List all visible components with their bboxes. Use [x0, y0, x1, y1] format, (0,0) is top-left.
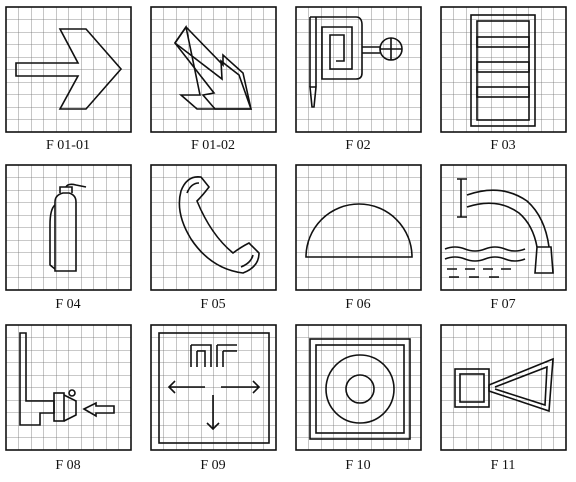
caption-f03: F 03: [490, 138, 516, 153]
caption-f01-02: F 01-02: [191, 138, 235, 153]
fire-alarm-bell-icon: [309, 338, 411, 440]
panel-f09: [150, 324, 277, 451]
panel-f04: [5, 164, 132, 291]
arrow-diagonal-icon: [173, 24, 253, 110]
emergency-telephone-icon: [178, 175, 260, 274]
arrow-right-icon: [15, 28, 123, 110]
caption-f04: F 04: [55, 297, 81, 312]
panel-f06: [295, 164, 422, 291]
panel-f01-01: [5, 6, 132, 133]
fire-hose-reel-icon: [309, 16, 403, 108]
fire-equipment-location-icon: [158, 332, 270, 444]
caption-f07: F 07: [490, 297, 516, 312]
panel-f08: [5, 324, 132, 451]
water-source-icon: [444, 178, 554, 278]
panel-f11: [440, 324, 567, 451]
caption-f11: F 11: [490, 458, 516, 473]
panel-f03: [440, 6, 567, 133]
panel-f05: [150, 164, 277, 291]
caption-f02: F 02: [345, 138, 371, 153]
fire-blanket-icon: [305, 203, 413, 258]
fire-ladder-icon: [470, 14, 536, 127]
fire-siren-icon: [454, 357, 554, 413]
fire-extinguisher-icon: [49, 183, 87, 272]
panel-f01-02: [150, 6, 277, 133]
panel-f07: [440, 164, 567, 291]
panel-f10: [295, 324, 422, 451]
caption-f09: F 09: [200, 458, 226, 473]
caption-f05: F 05: [200, 297, 226, 312]
panel-f02: [295, 6, 422, 133]
caption-f08: F 08: [55, 458, 81, 473]
caption-f06: F 06: [345, 297, 371, 312]
fire-hydrant-icon: [19, 332, 115, 426]
caption-f01-01: F 01-01: [46, 138, 90, 153]
caption-f10: F 10: [345, 458, 371, 473]
